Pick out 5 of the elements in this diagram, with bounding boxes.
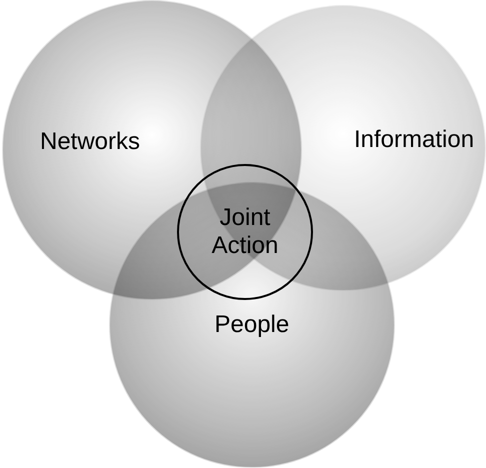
circle-label: Joint Action (210, 204, 280, 260)
circle-label: Networks (40, 128, 140, 156)
circle-label: Information (354, 126, 474, 154)
circle-label: People (214, 311, 290, 339)
center-circle (177, 164, 313, 300)
